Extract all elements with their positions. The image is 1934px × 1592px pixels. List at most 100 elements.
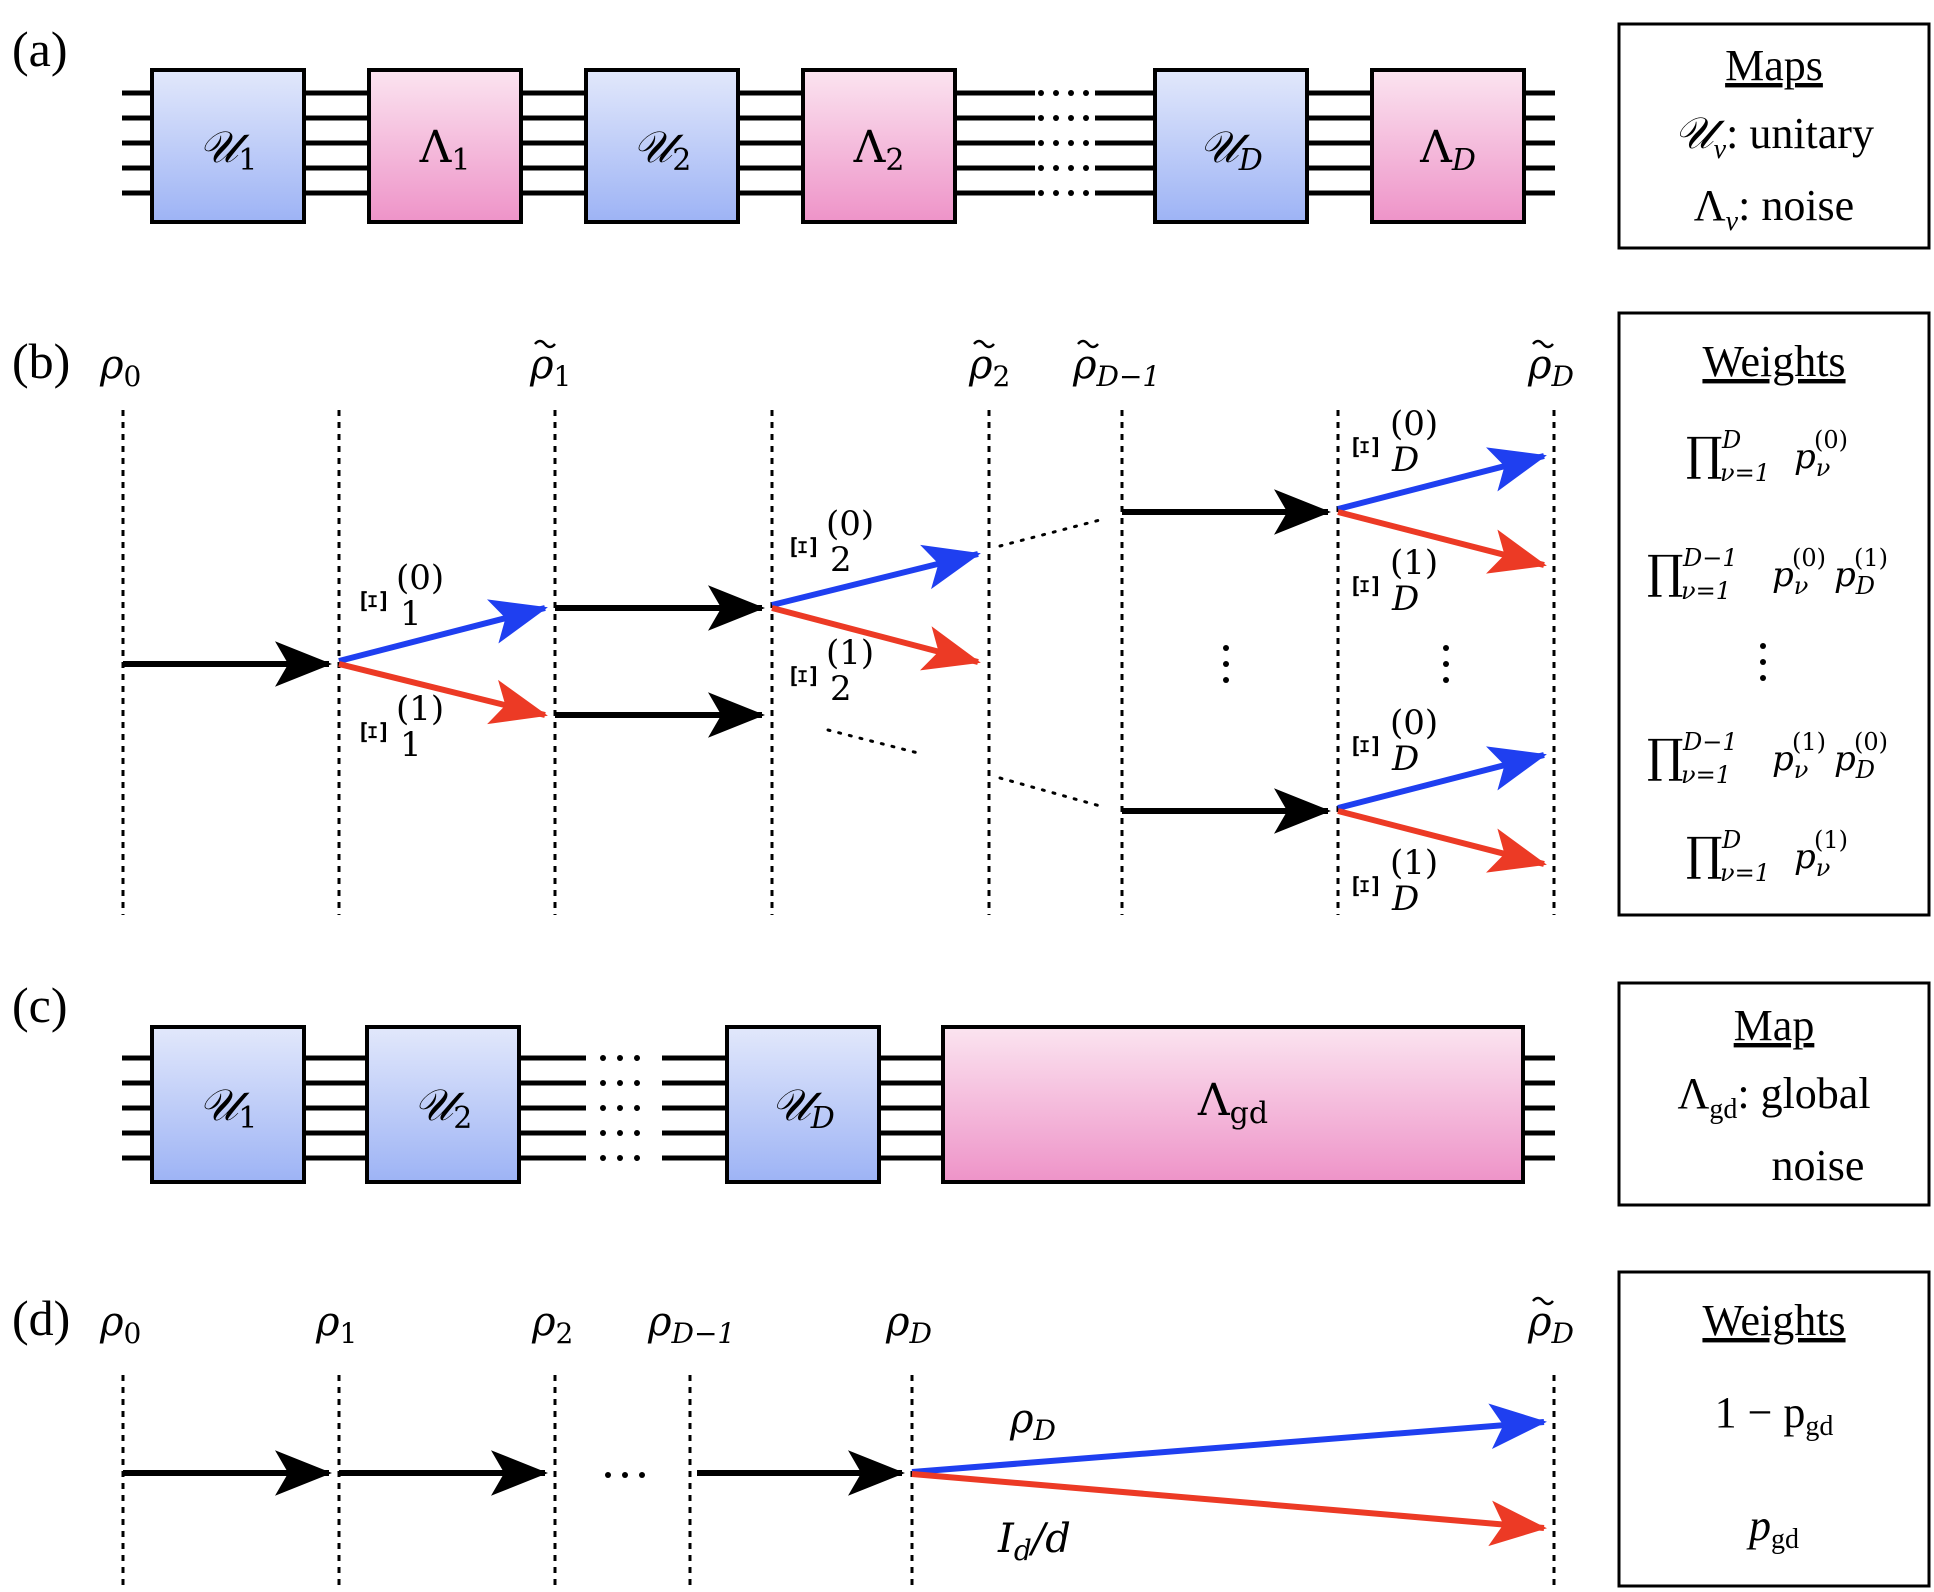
panel-c-ellipsis [600, 1055, 640, 1161]
gate-lambda2: Λ2 [801, 68, 957, 224]
arrow-b-xi1-1 [338, 661, 548, 725]
panel-b: (b) ρ0 ρ1 ρ2 ρD−1 ρD [12, 311, 1931, 919]
gate-lambda2-sym: Λ [853, 122, 887, 173]
svg-text:𝒰D: 𝒰D [771, 1080, 835, 1136]
svg-text:ν=1: ν=1 [1681, 577, 1731, 605]
legend-weights-d-row2: pgd [1746, 1501, 1799, 1555]
svg-text:ΛD: ΛD [1419, 122, 1476, 178]
state-rho0: ρ0 [99, 342, 141, 393]
arrow-b-xiD-bot-0 [1337, 746, 1547, 811]
svg-text:(0): (0) [1792, 544, 1826, 572]
svg-text:(0): (0) [1854, 728, 1888, 756]
d-state-rho1: ρ1 [315, 1299, 357, 1350]
svg-text:D: D [1391, 879, 1419, 919]
panel-d-arrows [123, 1403, 1547, 1547]
legend-map-c: Map Λgd: global noise [1617, 981, 1931, 1207]
gate-c-lambda-gd: Λgd [941, 1025, 1525, 1184]
panel-c-label: (c) [12, 977, 68, 1033]
arrow-d-blue [911, 1403, 1547, 1475]
branch-label-xiD-bot-0: Ξ [1347, 734, 1387, 758]
gate-c-u1: 𝒰1 [150, 1025, 306, 1184]
arrow-b-xiD-bot-1 [1337, 808, 1547, 873]
svg-text:Λgd: Λgd [1197, 1075, 1268, 1131]
svg-text:Λ1: Λ1 [419, 122, 471, 178]
weight-row-2: ∏ D−1 ν=1 pν (0) pD (1) [1647, 544, 1888, 605]
legend-weights-b-title: Weights [1702, 337, 1845, 386]
d-tilde-mark [1532, 1296, 1554, 1306]
svg-text:Λ2: Λ2 [853, 122, 905, 178]
legend-weights-d-row1: 1 − pgd [1715, 1388, 1834, 1442]
legend-map-c-line1: Λgd: global [1677, 1069, 1870, 1125]
tilde-marks [534, 339, 1554, 349]
svg-text:pν: pν [1772, 739, 1808, 784]
gate-u1-sub: 1 [238, 143, 257, 178]
svg-text:(0): (0) [1814, 426, 1848, 454]
d-state-rho0: ρ0 [99, 1299, 141, 1350]
legend-maps-title: Maps [1725, 41, 1823, 90]
gate-u2: 𝒰2 [584, 68, 740, 224]
panel-d-ellipsis [605, 1472, 645, 1478]
state-rho2-tilde: ρ2 [968, 342, 1010, 393]
arrow-b-xi1-0 [338, 599, 548, 664]
d-state-rhoD-tilde: ρD [1527, 1299, 1574, 1350]
svg-text:1: 1 [400, 725, 422, 765]
svg-text:(1): (1) [1814, 826, 1848, 854]
gate-c-ud: 𝒰D [725, 1025, 881, 1184]
svg-text:pν: pν [1794, 837, 1830, 882]
weight-row-ellipsis [1760, 643, 1766, 681]
gate-lambdad-sub: D [1451, 143, 1476, 178]
d-branch-label-red: Id/d [997, 1516, 1071, 1567]
arrow-b-xiD-top-1 [1337, 509, 1547, 574]
gate-ud-sub: D [1238, 143, 1263, 178]
panel-b-state-labels: ρ0 ρ1 ρ2 ρD−1 ρD [99, 339, 1574, 393]
svg-text:(0): (0) [826, 504, 874, 544]
branch-label-xiD-bot-1: Ξ [1347, 874, 1387, 898]
branch-label-xi2-1: Ξ [785, 664, 825, 688]
d-state-rhoDm1: ρD−1 [647, 1299, 735, 1350]
arrow-b-xi2-1 [771, 605, 981, 671]
panel-d: (d) ρ0 ρ1 ρ2 ρD−1 ρD ρD ρ [12, 1270, 1931, 1588]
svg-text:∏: ∏ [1686, 427, 1723, 481]
panel-d-state-labels: ρ0 ρ1 ρ2 ρD−1 ρD ρD [99, 1296, 1574, 1350]
panel-b-vertical-ellipsis [1223, 645, 1449, 683]
state-rhoDm1-tilde: ρD−1 [1072, 342, 1160, 393]
panel-d-guides [121, 1375, 1556, 1585]
svg-text:1: 1 [400, 594, 422, 634]
gate-lambda1-sym: Λ [419, 122, 453, 173]
svg-text:(1): (1) [396, 689, 444, 729]
svg-text:D: D [1391, 579, 1419, 619]
gate-lambdad: ΛD [1370, 68, 1526, 224]
panel-a-label: (a) [12, 21, 68, 77]
svg-text:(1): (1) [1390, 543, 1438, 583]
panel-b-guides [121, 410, 1556, 915]
svg-text:(1): (1) [1390, 843, 1438, 883]
svg-text:(0): (0) [1390, 404, 1438, 444]
gate-lambdad-sym: Λ [1419, 122, 1453, 173]
svg-text:ν=1: ν=1 [1720, 859, 1770, 887]
d-state-rhoD: ρD [885, 1299, 932, 1350]
legend-maps-line1: 𝒰ν: unitary [1674, 109, 1874, 165]
legend-weights-b: Weights ∏ D ν=1 pν (0) ∏ D−1 ν=1 pν (0) … [1617, 311, 1931, 917]
svg-text:(1): (1) [1854, 544, 1888, 572]
branch-label-xi1-0: Ξ [355, 589, 395, 613]
svg-text:2: 2 [830, 540, 852, 580]
d-state-rho2: ρ2 [531, 1299, 573, 1350]
svg-text:∏: ∏ [1686, 827, 1723, 881]
svg-text:(1): (1) [826, 633, 874, 673]
gate-lambda1: Λ1 [367, 68, 523, 224]
panel-a-ellipsis [1038, 90, 1089, 196]
gate-lambda1-sub: 1 [451, 143, 470, 178]
arrow-d-red [911, 1471, 1547, 1547]
panel-b-arrows [123, 447, 1547, 873]
weight-row-4: ∏ D ν=1 pν (1) [1686, 826, 1848, 887]
gate-u1: 𝒰1 [150, 68, 306, 224]
legend-maps: Maps 𝒰ν: unitary Λν: noise [1617, 22, 1931, 250]
state-rhoD-tilde: ρD [1527, 342, 1574, 393]
svg-text:(1): (1) [1792, 728, 1826, 756]
state-rho1-tilde: ρ1 [529, 342, 571, 393]
svg-text:pν: pν [1794, 437, 1830, 482]
panel-b-dotted-continuations [826, 518, 1102, 808]
svg-text:ν=1: ν=1 [1681, 761, 1731, 789]
svg-text:∏: ∏ [1647, 545, 1684, 599]
